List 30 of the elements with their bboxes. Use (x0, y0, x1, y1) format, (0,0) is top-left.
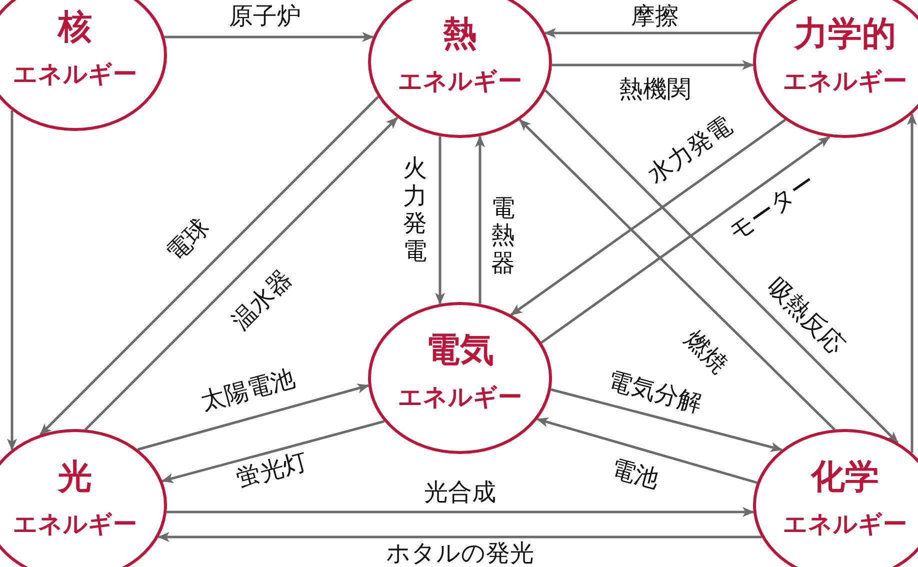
energy-label: エネルギー (13, 59, 137, 90)
edge-label: ホタルの発光 (384, 540, 536, 566)
arrow (166, 507, 754, 517)
energy-label: エネルギー (398, 66, 522, 97)
arrow (544, 90, 899, 444)
arrow (544, 28, 760, 38)
energy-name: 光 (58, 456, 92, 499)
energy-name: 力学的 (794, 13, 896, 56)
edge-label: 摩擦 (629, 3, 681, 30)
arrow (161, 420, 385, 484)
energy-name: 電気 (426, 329, 494, 372)
energy-label: エネルギー (783, 509, 907, 540)
arrow (84, 116, 398, 430)
energy-name: 化学 (811, 456, 879, 499)
edge-label: 光合成 (422, 479, 498, 506)
arrow (540, 136, 830, 344)
arrow (518, 118, 836, 430)
arrow (157, 532, 762, 542)
arrow (164, 32, 374, 42)
arrow (475, 135, 485, 304)
energy-label: エネルギー (13, 509, 137, 540)
arrow (550, 388, 783, 452)
arrow (536, 417, 758, 484)
arrow (435, 136, 445, 305)
energy-label: エネルギー (783, 66, 907, 97)
arrow (552, 60, 754, 70)
energy-label: エネルギー (398, 382, 522, 413)
energy-name: 熱 (443, 13, 477, 56)
arrow (510, 118, 786, 316)
energy-name: 核 (58, 6, 92, 49)
